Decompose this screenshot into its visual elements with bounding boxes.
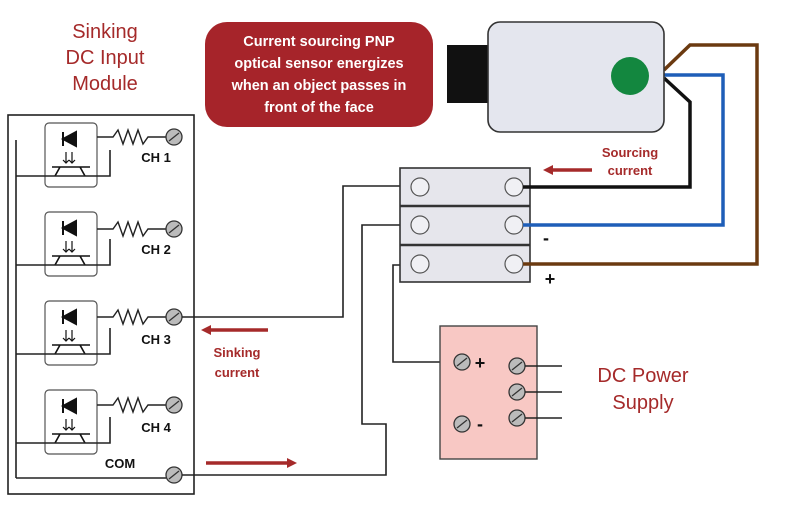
channel-1: CH 1 (16, 122, 183, 188)
power-supply-title-line-1: DC Power (597, 365, 688, 387)
terminal-block (399, 167, 531, 283)
sensor-wire-brown (523, 43, 759, 266)
module-title-line-1: Sinking (72, 21, 138, 43)
module-title: Sinking DC Input Module (66, 21, 145, 95)
channel-label-2: CH 2 (141, 242, 171, 257)
optocoupler-1 (44, 122, 98, 188)
transistor-icon-3 (52, 344, 90, 355)
light-arrows-icon-4 (65, 419, 73, 430)
sensor-wire-blue (523, 73, 725, 227)
terminal-block-screw-2a[interactable] (410, 215, 430, 235)
sourcing-current-label-1: Sourcing (602, 145, 658, 160)
terminal-block-screw-1a[interactable] (410, 177, 430, 197)
channel-label-1: CH 1 (141, 150, 171, 165)
module-title-line-2: DC Input (66, 47, 145, 69)
banner-line-4: front of the face (264, 100, 374, 116)
sensor-description-banner: Current sourcing PNP optical sensor ener… (205, 22, 433, 127)
channel-1-return-wire (16, 150, 111, 177)
input-module-box (7, 114, 195, 495)
led-icon-1 (60, 130, 77, 148)
optocoupler-4 (44, 389, 98, 455)
channel-3-return-wire (16, 328, 111, 355)
channel-2-return-wire (16, 239, 111, 266)
led-icon-3 (60, 308, 77, 326)
common-terminal: COM (16, 456, 183, 484)
sourcing-current-label-2: current (608, 163, 653, 178)
terminal-block-screw-3b[interactable] (504, 254, 524, 274)
sinking-current-label-1: Sinking (214, 345, 261, 360)
dc-power-supply: + - (439, 325, 562, 460)
banner-line-2: optical sensor energizes (234, 56, 403, 72)
led-icon-4 (60, 397, 77, 415)
channel-4-return-wire (16, 417, 111, 444)
light-arrows-icon-3 (65, 330, 73, 341)
wire-com-to-supply (182, 224, 400, 476)
resistor-icon-2 (97, 219, 166, 239)
terminal-block-plus-sign: + (545, 269, 556, 289)
resistor-icon-3 (97, 307, 166, 327)
module-title-line-3: Module (72, 73, 138, 95)
sinking-current-label-2: current (215, 365, 260, 380)
power-supply-title-line-2: Supply (612, 392, 673, 414)
banner-line-1: Current sourcing PNP (243, 34, 395, 50)
sensor-body (487, 21, 665, 133)
light-arrows-icon-1 (65, 152, 73, 163)
resistor-icon-1 (97, 127, 166, 147)
led-icon-2 (60, 219, 77, 237)
banner-background (205, 22, 433, 127)
wire-block-to-supply-plus (392, 264, 455, 363)
channel-label-3: CH 3 (141, 332, 171, 347)
common-label: COM (105, 456, 135, 471)
terminal-block-screw-3a[interactable] (410, 254, 430, 274)
channel-3: CH 3 (16, 300, 183, 366)
terminal-block-screw-2b[interactable] (504, 215, 524, 235)
channel-2: CH 2 (16, 211, 183, 277)
power-supply-input-wires (525, 365, 562, 419)
transistor-icon-4 (52, 433, 90, 444)
transistor-icon-2 (52, 255, 90, 266)
power-supply-plus-sign: + (475, 353, 486, 373)
power-supply-minus-sign: - (477, 414, 483, 434)
optocoupler-2 (44, 211, 98, 277)
light-arrows-icon-2 (65, 241, 73, 252)
optocoupler-3 (44, 300, 98, 366)
terminal-block-screw-1b[interactable] (504, 177, 524, 197)
transistor-icon-1 (52, 166, 90, 177)
sensor-wire-black (523, 76, 692, 189)
channel-label-4: CH 4 (141, 420, 171, 435)
sensor-lens-face (447, 45, 492, 103)
terminal-block-minus-sign: - (543, 228, 549, 248)
channel-4: CH 4 (16, 389, 183, 455)
sensor-indicator-light (611, 57, 649, 95)
resistor-icon-4 (97, 395, 166, 415)
pnp-optical-sensor (447, 21, 665, 133)
banner-line-3: when an object passes in (231, 78, 407, 94)
wire-ch3-to-block (182, 185, 400, 318)
